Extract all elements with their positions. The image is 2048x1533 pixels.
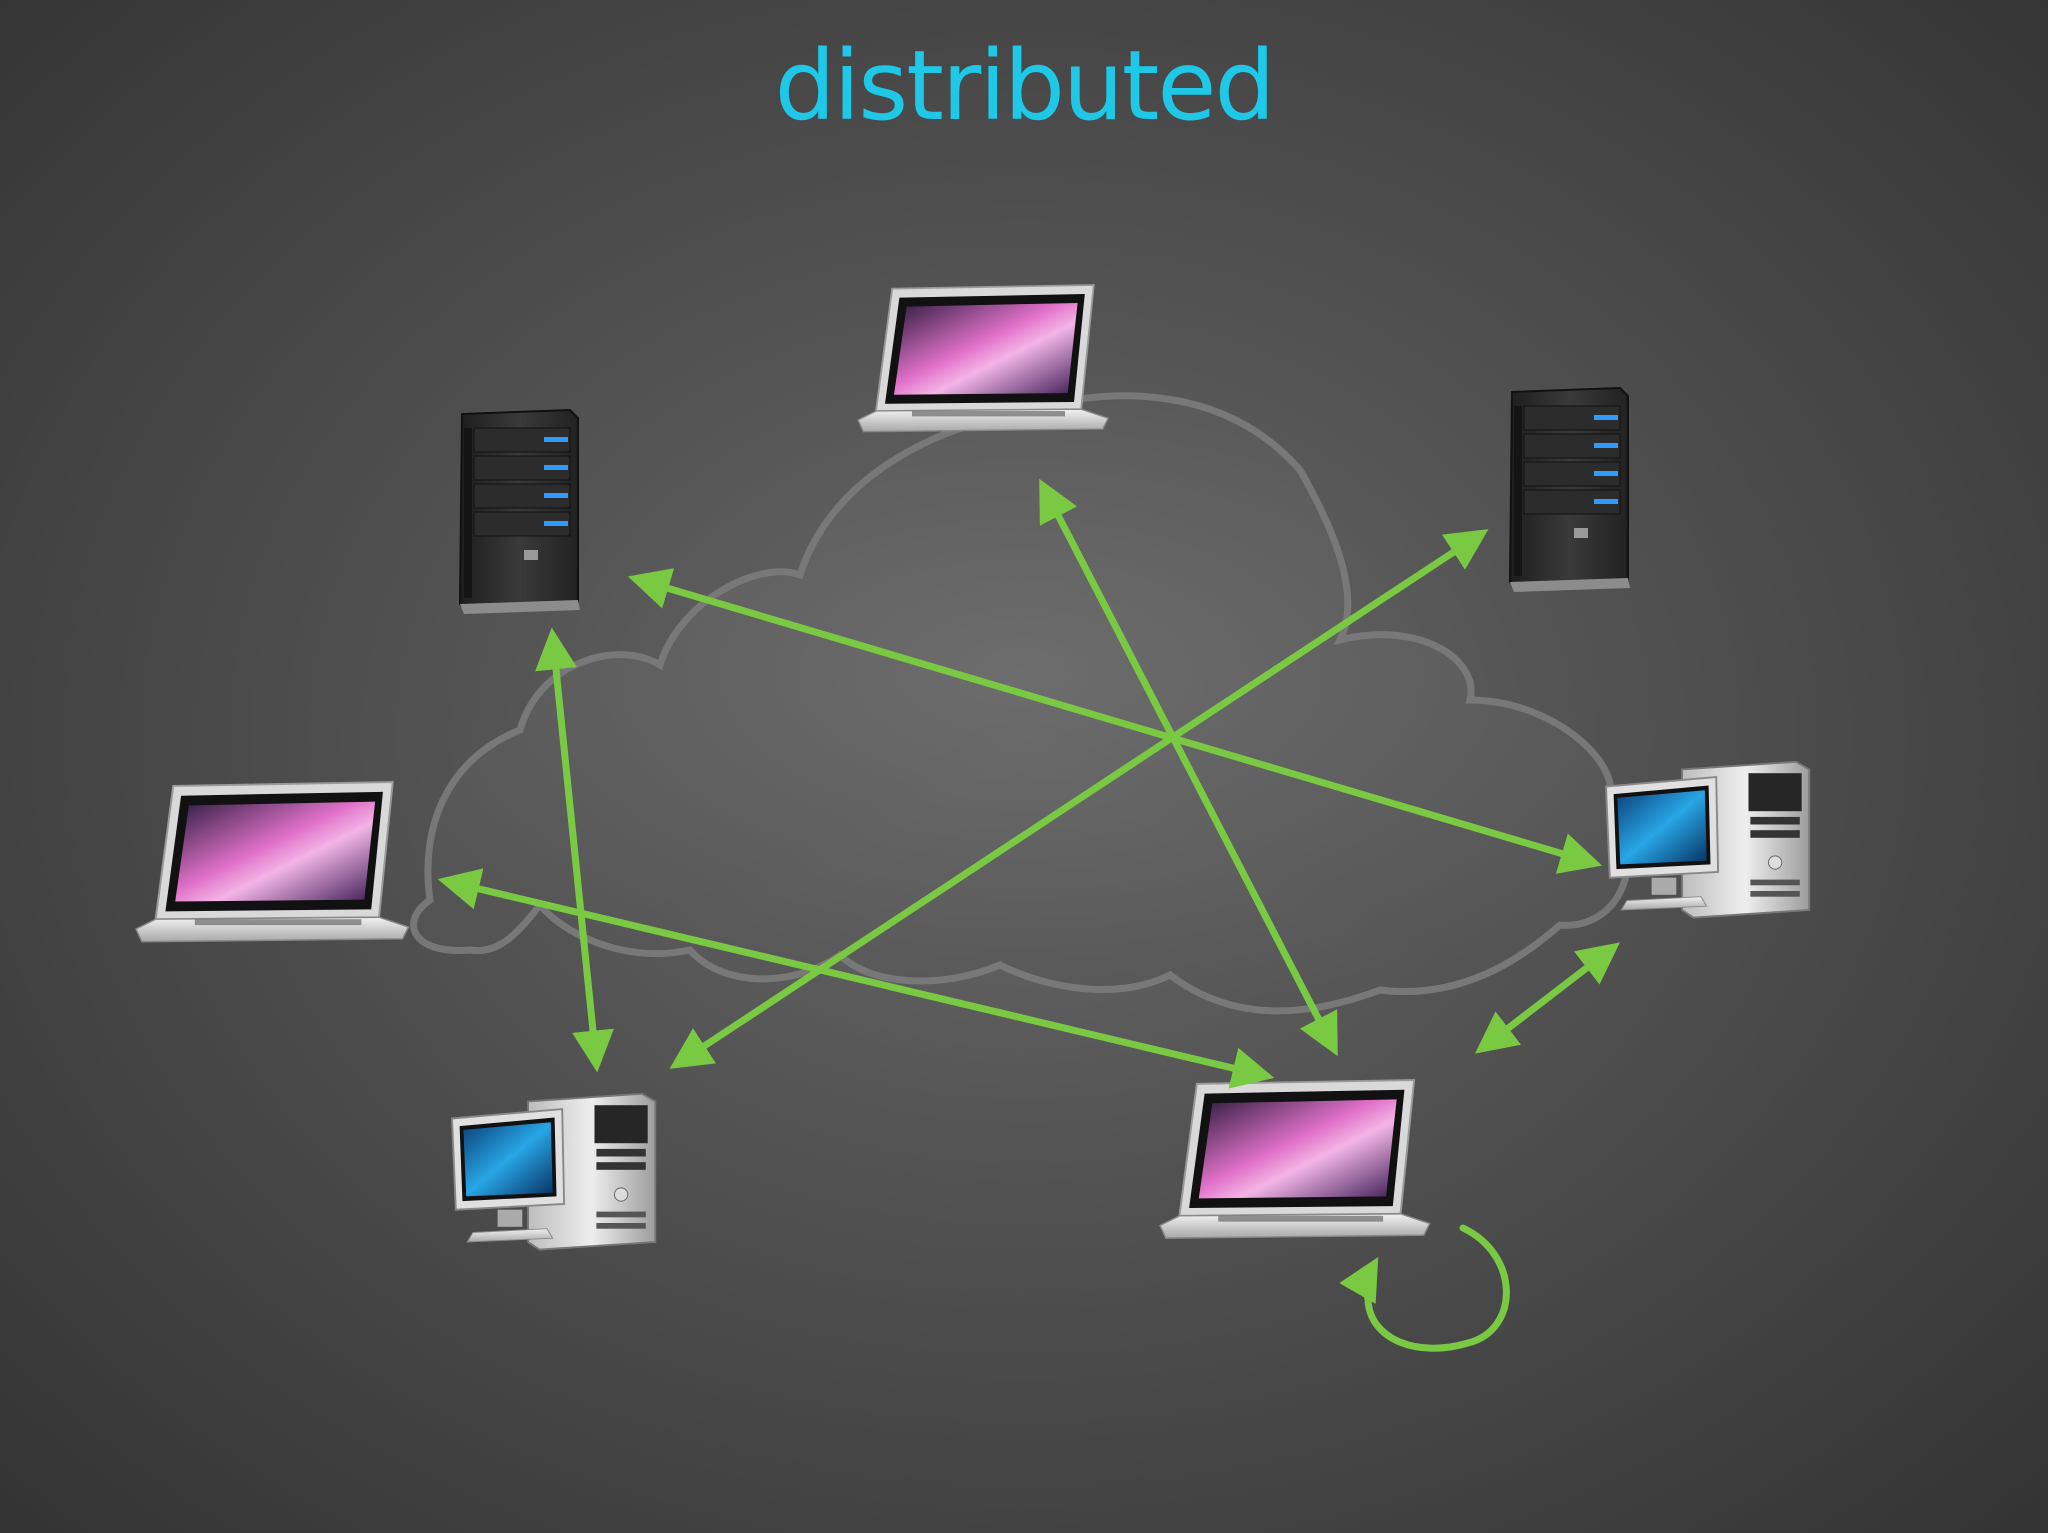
- desktop-bottom-left-icon: [451, 1092, 657, 1251]
- connection-self-loop-laptop-bottom-right: [1339, 1224, 1510, 1352]
- server-left-icon: [459, 409, 581, 615]
- desktop-right-icon: [1605, 760, 1811, 919]
- server-right-icon: [1509, 387, 1631, 593]
- laptop-bottom-right-icon: [1159, 1079, 1431, 1240]
- laptop-top-icon: [857, 284, 1110, 433]
- connection-desktop-right-laptop-bottom-right: [1475, 942, 1620, 1054]
- slide-title: distributed: [774, 30, 1276, 142]
- laptop-left-icon: [135, 781, 410, 943]
- connection-laptop-left-laptop-bottom-right: [437, 868, 1275, 1089]
